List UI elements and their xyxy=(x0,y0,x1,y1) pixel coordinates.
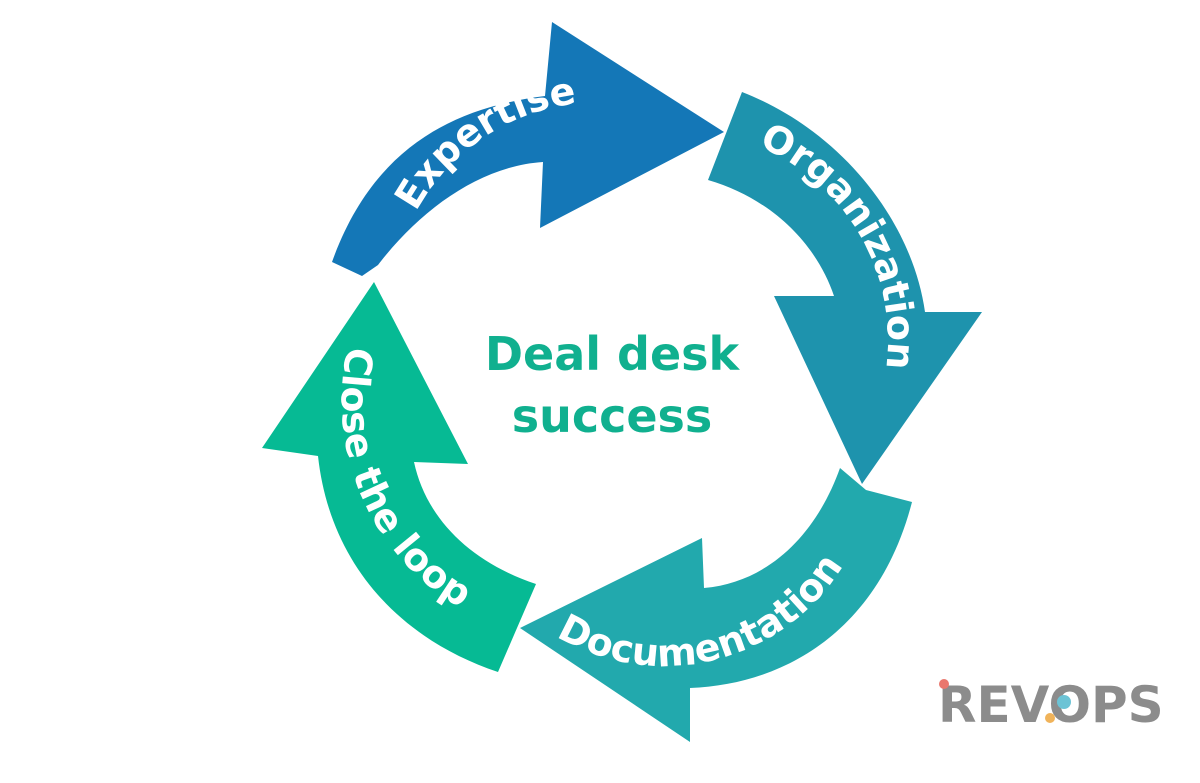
logo-accent-dot-icon xyxy=(1057,695,1071,709)
expertise-arrow xyxy=(332,22,724,276)
logo-accent-dot-icon xyxy=(939,679,949,689)
center-title-line-2: success xyxy=(512,389,713,443)
logo-text: REVOPS xyxy=(938,676,1164,734)
documentation-arrow xyxy=(520,468,912,742)
organization-arrow xyxy=(708,92,982,484)
revops-logo: REVOPS xyxy=(938,676,1164,734)
center-title-line-1: Deal desk xyxy=(485,327,741,381)
close-the-loop-arrow xyxy=(262,282,536,672)
logo-accent-dot-icon xyxy=(1045,713,1055,723)
